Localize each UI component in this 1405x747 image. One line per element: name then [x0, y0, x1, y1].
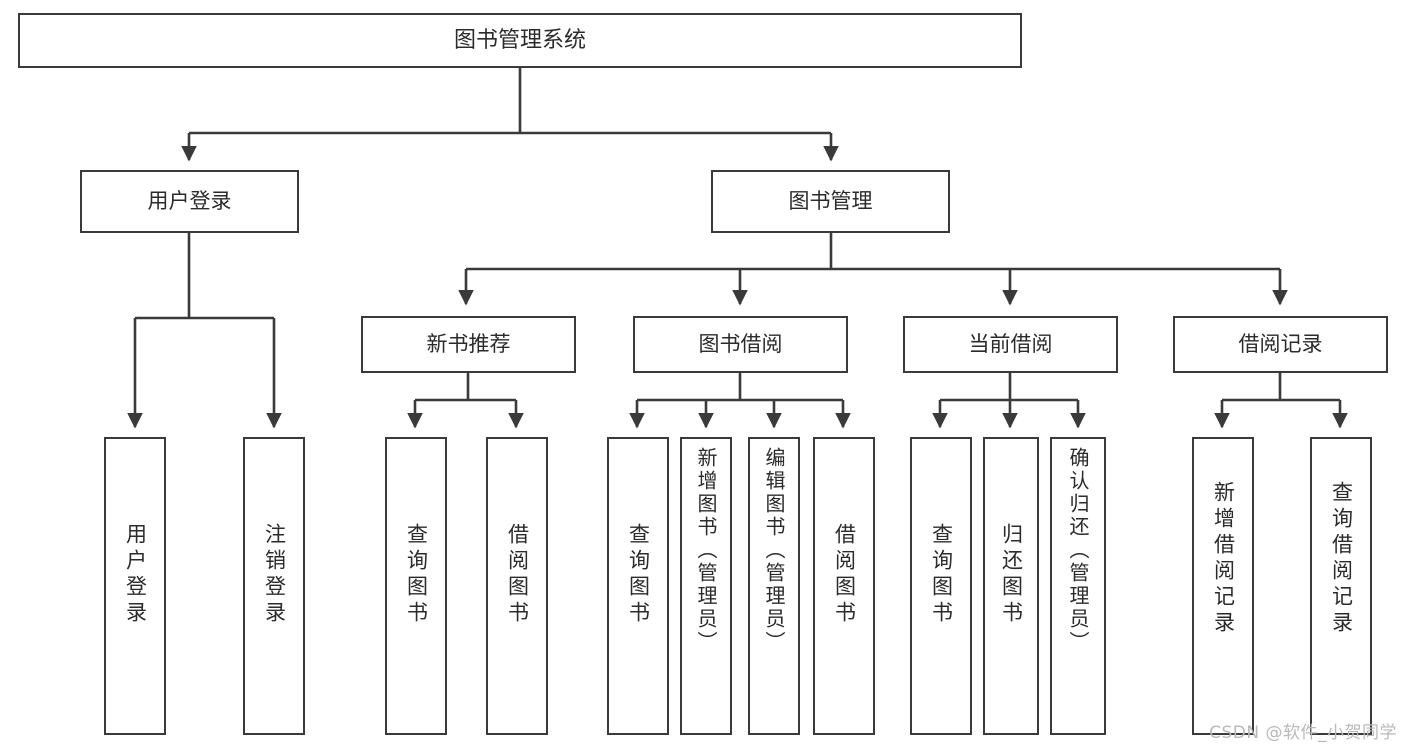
node-label: 借阅图书: [505, 523, 530, 627]
leaf-add-borrow-record[interactable]: 新增借阅记录: [1192, 437, 1254, 735]
node-label: 图书管理系统: [453, 27, 586, 53]
node-book-borrow[interactable]: 图书借阅: [633, 316, 848, 373]
leaf-add-book-admin[interactable]: 新增图书（管理员）: [680, 437, 732, 735]
node-label: 当前借阅: [968, 332, 1053, 357]
node-new-book-recommend[interactable]: 新书推荐: [361, 316, 576, 373]
node-label: 新增借阅记录: [1211, 481, 1236, 637]
node-label: 新增图书（管理员）: [694, 447, 718, 654]
leaf-edit-book-admin[interactable]: 编辑图书（管理员）: [748, 437, 800, 735]
node-label: 编辑图书（管理员）: [762, 447, 786, 654]
node-book-management[interactable]: 图书管理: [711, 170, 950, 233]
node-label: 图书借阅: [698, 332, 783, 357]
leaf-confirm-return-admin[interactable]: 确认归还（管理员）: [1050, 437, 1106, 735]
leaf-logout[interactable]: 注销登录: [243, 437, 305, 735]
leaf-query-book-borrow[interactable]: 查询图书: [607, 437, 669, 735]
node-current-borrow[interactable]: 当前借阅: [903, 316, 1118, 373]
node-label: 注销登录: [262, 523, 287, 627]
node-label: 确认归还（管理员）: [1066, 447, 1090, 654]
node-label: 查询图书: [404, 523, 429, 627]
leaf-user-login[interactable]: 用户登录: [104, 437, 166, 735]
node-label: 查询借阅记录: [1329, 481, 1354, 637]
node-label: 用户登录: [123, 523, 148, 627]
node-user-login[interactable]: 用户登录: [80, 170, 299, 233]
node-root-system[interactable]: 图书管理系统: [18, 13, 1022, 68]
node-label: 归还图书: [999, 523, 1024, 627]
node-borrow-record[interactable]: 借阅记录: [1173, 316, 1388, 373]
leaf-borrow-book-recommend[interactable]: 借阅图书: [486, 437, 548, 735]
node-label: 图书管理: [788, 189, 873, 214]
node-label: 查询图书: [626, 523, 651, 627]
node-label: 新书推荐: [426, 332, 511, 357]
node-label: 用户登录: [147, 189, 232, 214]
leaf-query-book-recommend[interactable]: 查询图书: [385, 437, 447, 735]
leaf-return-book[interactable]: 归还图书: [983, 437, 1039, 735]
leaf-borrow-book[interactable]: 借阅图书: [813, 437, 875, 735]
watermark-csdn: CSDN @软件_小贺同学: [1209, 723, 1397, 743]
node-label: 借阅图书: [832, 523, 857, 627]
leaf-query-borrow-record[interactable]: 查询借阅记录: [1310, 437, 1372, 735]
node-label: 借阅记录: [1238, 332, 1323, 357]
node-label: 查询图书: [929, 523, 954, 627]
leaf-query-book-current[interactable]: 查询图书: [910, 437, 972, 735]
